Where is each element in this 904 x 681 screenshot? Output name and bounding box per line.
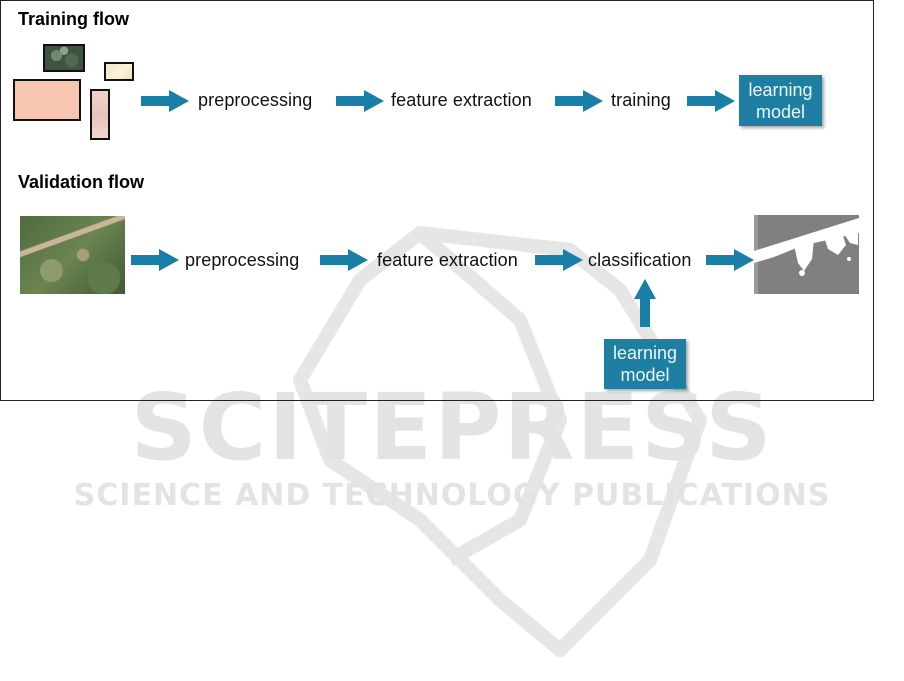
training-model-label-line2: model	[748, 101, 812, 123]
validation-step-preprocessing: preprocessing	[185, 250, 299, 271]
validation-step-classification: classification	[588, 250, 691, 271]
training-model-label-line1: learning	[748, 79, 812, 101]
training-flow-title: Training flow	[18, 9, 129, 30]
training-sample-road	[90, 89, 110, 140]
validation-step-feature-extraction: feature extraction	[377, 250, 518, 271]
training-step-feature-extraction: feature extraction	[391, 90, 532, 111]
training-arrow-2	[336, 89, 386, 113]
training-arrow-1	[141, 89, 191, 113]
validation-input-image	[20, 216, 125, 294]
validation-arrow-1	[131, 248, 181, 272]
validation-model-label-line1: learning	[613, 342, 677, 364]
validation-arrow-2	[320, 248, 370, 272]
validation-arrow-3	[535, 248, 585, 272]
training-sample-bare-soil	[13, 79, 81, 121]
validation-flow-title: Validation flow	[18, 172, 144, 193]
validation-model-label-line2: model	[613, 364, 677, 386]
diagram-frame	[0, 0, 874, 401]
training-step-preprocessing: preprocessing	[198, 90, 312, 111]
training-learning-model-box: learning model	[739, 75, 822, 126]
training-sample-vegetation	[43, 44, 85, 72]
training-arrow-4	[687, 89, 737, 113]
watermark-subtitle: SCIENCE AND TECHNOLOGY PUBLICATIONS	[0, 478, 904, 513]
validation-learning-model-box: learning model	[604, 339, 686, 389]
validation-arrow-up	[633, 279, 657, 329]
training-step-training: training	[611, 90, 671, 111]
validation-arrow-4	[706, 248, 756, 272]
validation-output-map	[754, 215, 859, 294]
training-sample-sand	[104, 62, 134, 81]
training-arrow-3	[555, 89, 605, 113]
